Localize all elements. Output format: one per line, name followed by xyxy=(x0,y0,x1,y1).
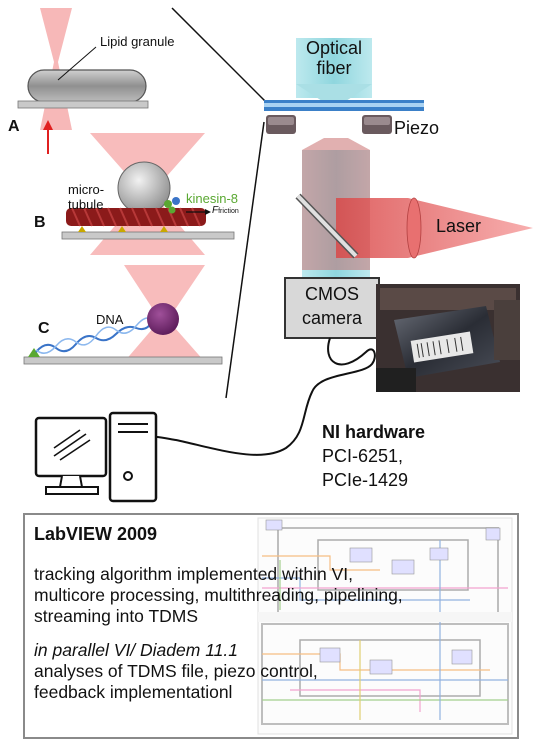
lipid-granule xyxy=(27,69,147,103)
panel-a xyxy=(17,8,149,154)
granule-pointer-line xyxy=(57,46,97,81)
laser-label: Laser xyxy=(436,216,482,236)
labview-line2: multicore processing, multithreading, pi… xyxy=(34,585,403,605)
zoom-line-top xyxy=(171,7,267,103)
microtubule-label-line1: micro- xyxy=(68,182,105,197)
laser-lens xyxy=(406,197,422,259)
labview-line5: feedback implementationl xyxy=(34,682,233,702)
zoom-line-bottom xyxy=(225,121,265,399)
force-label: Ffriction xyxy=(212,205,239,216)
camera-cable xyxy=(145,337,376,456)
surface-anchors-b xyxy=(78,226,168,232)
dna-label: DNA xyxy=(96,312,124,327)
force-subscript: friction xyxy=(218,208,239,215)
microtubule-label-line2: tubule xyxy=(68,197,104,212)
panel-b-letter: B xyxy=(34,214,46,231)
hardware-line1: PCI-6251, xyxy=(322,446,404,466)
kinesin-label: kinesin-8 xyxy=(186,191,239,206)
labview-italic: in parallel VI/ Diadem 11.1 xyxy=(34,640,238,660)
panel-c xyxy=(23,265,223,365)
glass-slide-a xyxy=(17,100,149,109)
panel-b xyxy=(61,133,235,255)
dna-strand xyxy=(35,321,153,353)
cmos-camera-box xyxy=(284,277,380,339)
panel-c-letter: C xyxy=(38,320,50,337)
trapped-bead-c xyxy=(147,303,179,335)
monitor xyxy=(34,416,108,478)
microscope xyxy=(264,38,533,278)
computer xyxy=(34,411,158,503)
block-diagram-bg xyxy=(257,517,513,735)
labview-line4: analyses of TDMS file, piezo control, xyxy=(34,661,318,681)
trap-beam-a xyxy=(40,8,72,130)
glass-slide-b xyxy=(61,231,235,240)
camera-label: CMOS camera xyxy=(301,284,363,328)
piezo-label: Piezo xyxy=(394,118,440,138)
labview-title: LabVIEW 2009 xyxy=(34,524,158,544)
lipid-granule-label: Lipid granule xyxy=(100,34,175,49)
kinesin-motor xyxy=(164,197,180,214)
glass-slide-c xyxy=(23,356,223,365)
optical-fiber-label: Optical fiber xyxy=(305,38,363,78)
labview-line1: tracking algorithm implemented within VI… xyxy=(34,564,354,584)
hardware-line2: PCIe-1429 xyxy=(322,470,409,490)
tower xyxy=(108,411,158,503)
hardware-title: NI hardware xyxy=(322,422,426,442)
labview-line3: streaming into TDMS xyxy=(34,606,199,626)
laser-beam xyxy=(336,198,533,258)
dna-anchor xyxy=(28,348,40,357)
camera-photo xyxy=(376,284,520,392)
panel-a-letter: A xyxy=(8,118,20,135)
trapped-bead-b xyxy=(117,161,171,215)
